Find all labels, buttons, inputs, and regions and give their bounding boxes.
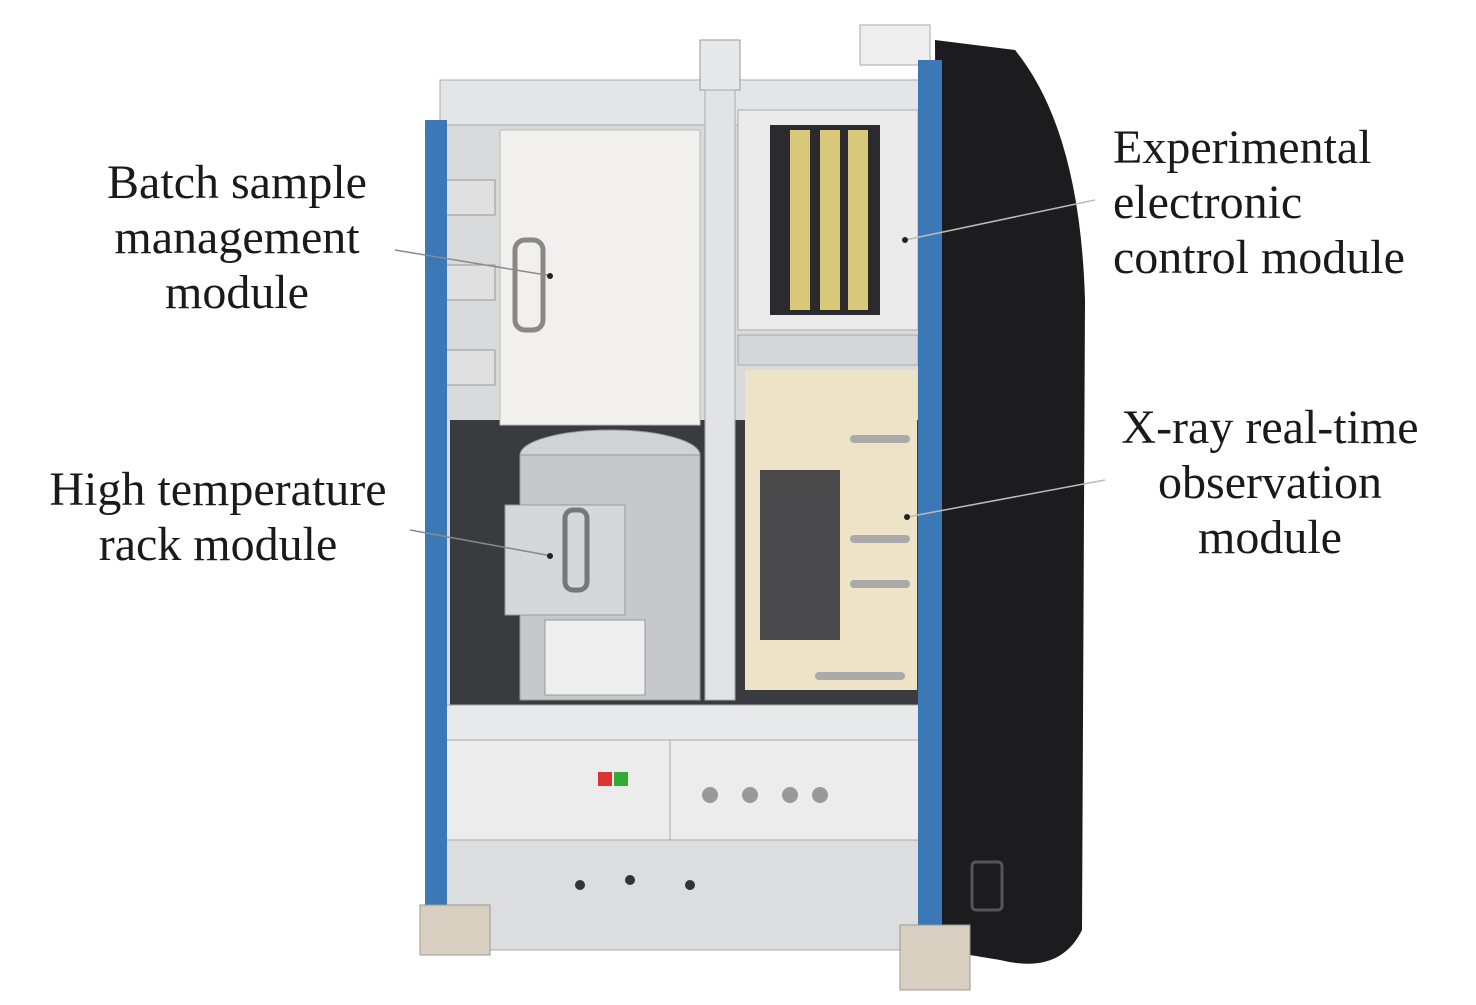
- lower-control-panel-left: [434, 739, 671, 841]
- leader-electronic-control: [904, 199, 1096, 241]
- module-handle: [512, 237, 546, 333]
- side-handle: [970, 860, 1004, 912]
- label-electronic-control-module: Experimental electronic control module: [1113, 120, 1405, 285]
- rack-top-cap: [699, 39, 741, 91]
- foot-right: [899, 924, 971, 991]
- leader-batch-sample: [394, 249, 553, 277]
- label-line: observation: [1158, 456, 1382, 509]
- rack-corner-bracket: [859, 24, 931, 66]
- leader-high-temperature: [409, 529, 553, 557]
- label-line: module: [1198, 511, 1342, 564]
- label-line: High temperature: [49, 463, 387, 516]
- label-line: control module: [1113, 231, 1405, 284]
- label-line: electronic: [1113, 176, 1303, 229]
- label-line: rack module: [98, 518, 338, 571]
- label-xray-observation-module: X-ray real-time observation module: [1090, 400, 1450, 565]
- bracket: [439, 179, 496, 216]
- left-blue-upright: [425, 120, 447, 930]
- rack-base: [439, 839, 921, 951]
- foot-left: [419, 904, 491, 956]
- batch-sample-module: [499, 129, 701, 426]
- lower-panel-strip: [444, 704, 921, 741]
- label-line: module: [165, 266, 309, 319]
- bracket: [439, 264, 496, 301]
- label-batch-sample-module: Batch sample management module: [82, 155, 392, 320]
- rack-side-panel: [935, 40, 1085, 964]
- label-line: X-ray real-time: [1121, 401, 1419, 454]
- right-blue-upright: [918, 60, 942, 940]
- leader-xray: [906, 479, 1106, 518]
- label-line: Batch sample: [107, 156, 367, 209]
- label-high-temperature-rack-module: High temperature rack module: [18, 462, 418, 572]
- label-line: management: [114, 211, 360, 264]
- center-rail: [704, 89, 736, 701]
- label-line: Experimental: [1113, 121, 1372, 174]
- bracket: [439, 349, 496, 386]
